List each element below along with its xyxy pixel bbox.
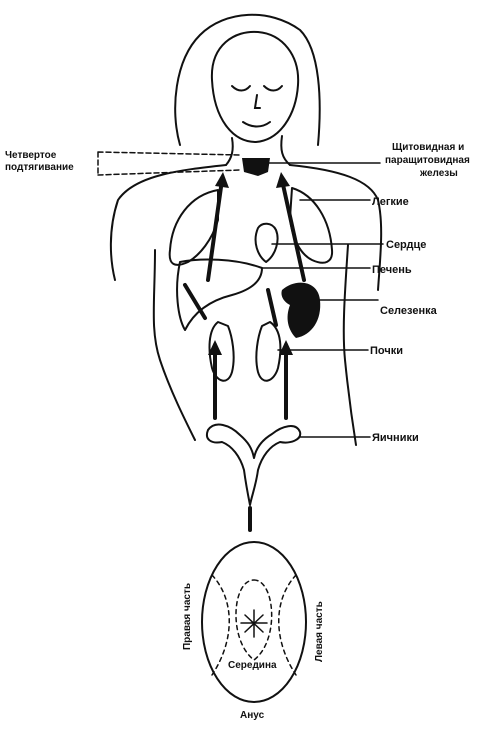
label-middle: Середина — [228, 660, 277, 671]
spleen — [281, 282, 321, 338]
left-lung — [168, 189, 219, 266]
left-torso-side — [152, 249, 196, 441]
right-kidney — [255, 321, 282, 382]
label-fourth-pull-2: подтягивание — [5, 162, 74, 173]
label-ovaries: Яичники — [372, 432, 419, 444]
label-fourth-pull-1: Четвертое — [5, 150, 57, 161]
hair-outline — [174, 13, 321, 146]
label-left-part: Левая часть — [314, 601, 325, 662]
left-eye — [231, 85, 251, 92]
arrowhead-left-upper — [215, 172, 229, 188]
neck-right — [280, 135, 291, 166]
arrow-left-mid — [183, 283, 207, 320]
perineum-oval — [201, 541, 307, 703]
fourth-pull-bracket — [97, 151, 241, 176]
inner-dashed-oval — [235, 579, 273, 661]
arrow-right-mid — [266, 288, 278, 327]
label-liver: Печень — [372, 264, 412, 276]
right-shoulder-arm — [289, 164, 383, 291]
neck-left — [225, 137, 234, 166]
arrowhead-right-upper — [276, 172, 290, 188]
label-right-part: Правая часть — [182, 583, 193, 650]
arrow-right-upper — [280, 178, 306, 282]
nose — [253, 94, 261, 109]
right-eye — [263, 85, 283, 92]
ovaries-uterus — [206, 423, 302, 506]
face-outline — [210, 30, 300, 143]
left-shoulder-arm — [109, 164, 227, 281]
center-star — [240, 609, 268, 638]
label-thyroid-3: железы — [419, 168, 458, 179]
heart-outline — [254, 222, 279, 263]
liver-outline — [176, 258, 263, 331]
arrowhead-right-lower — [279, 340, 293, 355]
label-heart: Сердце — [386, 239, 426, 251]
label-kidneys: Почки — [370, 345, 403, 357]
right-torso-side — [342, 244, 357, 446]
label-thyroid-2: паращитовидная — [385, 155, 470, 166]
mouth — [242, 121, 271, 128]
thyroid-gland — [242, 158, 270, 176]
arrowhead-left-lower — [208, 340, 222, 355]
right-dashed-arc — [278, 574, 297, 676]
left-kidney — [208, 321, 235, 382]
left-dashed-arc — [211, 574, 230, 676]
label-lungs: Легкие — [372, 196, 409, 208]
label-anus: Анус — [240, 710, 265, 721]
label-spleen: Селезенка — [380, 305, 438, 317]
arrow-left-upper — [206, 178, 224, 282]
label-thyroid-1: Щитовидная и — [392, 142, 464, 153]
